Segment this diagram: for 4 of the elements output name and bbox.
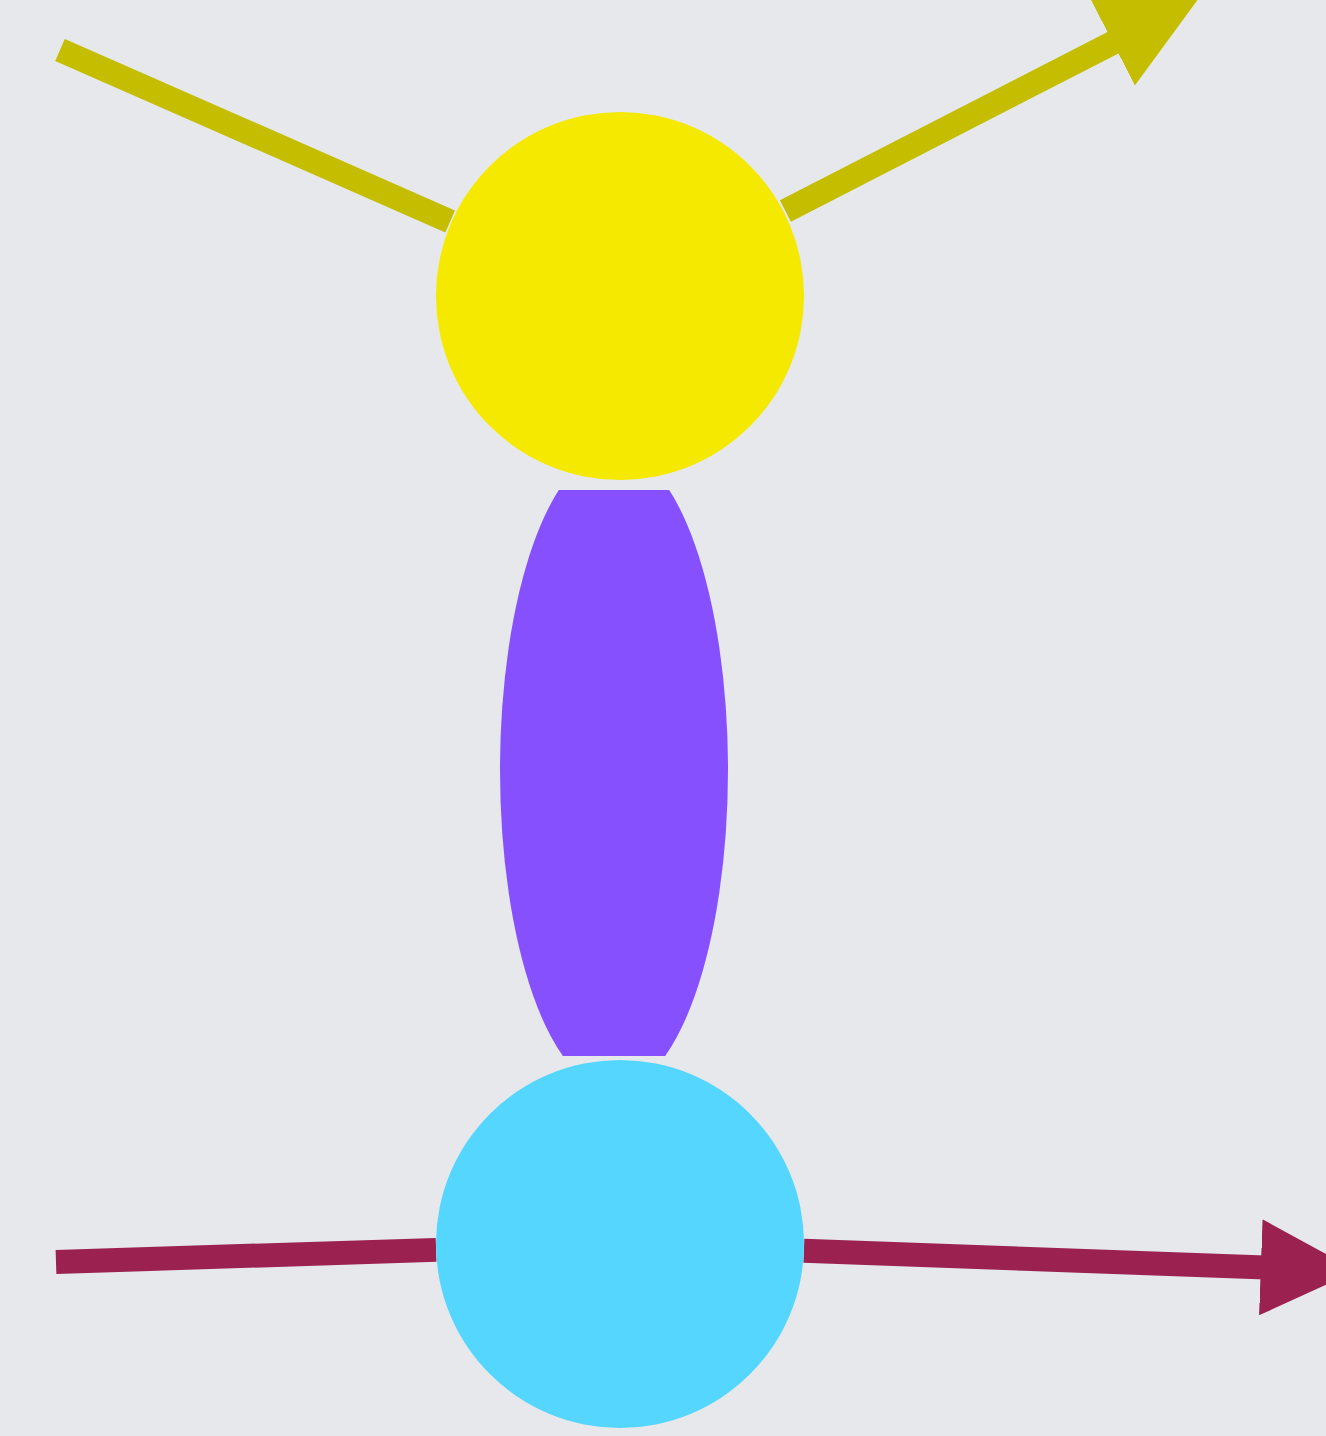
line	[55, 39, 455, 233]
arrow	[803, 1219, 1326, 1316]
line	[55, 1237, 437, 1274]
arrow	[779, 0, 1199, 222]
